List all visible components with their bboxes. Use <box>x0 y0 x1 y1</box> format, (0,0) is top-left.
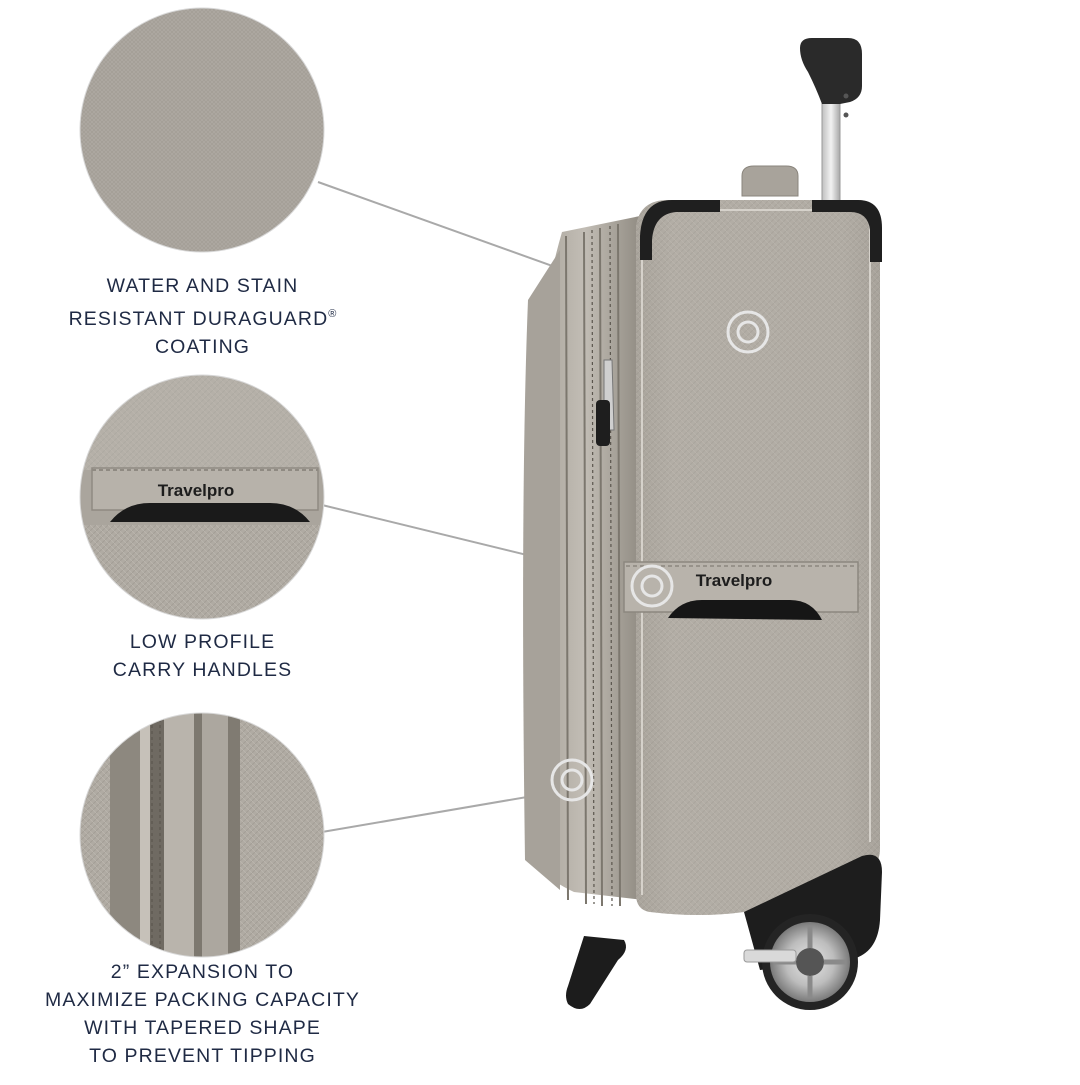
caption-line: LOW PROFILE <box>129 631 276 653</box>
caption-expansion: 2” EXPANSION TO MAXIMIZE PACKING CAPACIT… <box>10 958 395 1070</box>
caption-fabric-coating: WATER AND STAIN RESISTANT DURAGUARD® COA… <box>40 272 365 361</box>
luggage: Travelpro <box>523 38 882 1010</box>
registered-mark: ® <box>328 308 337 320</box>
handle-brand-logo: Travelpro <box>696 571 773 590</box>
zoom-circle-handle: Travelpro <box>80 375 324 619</box>
caption-line: MAXIMIZE PACKING CAPACITY <box>45 989 360 1011</box>
caption-line: WATER AND STAIN <box>106 275 299 297</box>
zoom-brand-logo: Travelpro <box>158 481 235 500</box>
target-expansion <box>550 758 594 802</box>
zoom-circle-expansion <box>80 713 324 957</box>
caption-line: CARRY HANDLES <box>112 659 293 681</box>
target-fabric <box>726 310 770 354</box>
caption-line: COATING <box>154 336 251 358</box>
caption-carry-handles: LOW PROFILE CARRY HANDLES <box>40 628 365 684</box>
side-carry-handle: Travelpro <box>623 561 859 620</box>
rear-foot <box>566 936 626 1009</box>
zoom-circle-fabric <box>80 8 324 252</box>
caption-line: 2” EXPANSION TO <box>110 961 295 983</box>
target-handle <box>630 564 674 608</box>
wheel <box>743 914 858 1010</box>
caption-line: TO PREVENT TIPPING <box>89 1045 316 1067</box>
target-markers <box>550 310 770 802</box>
telescoping-handle <box>800 38 862 207</box>
caption-line: WITH TAPERED SHAPE <box>84 1017 321 1039</box>
caption-line: RESISTANT DURAGUARD <box>68 308 329 330</box>
